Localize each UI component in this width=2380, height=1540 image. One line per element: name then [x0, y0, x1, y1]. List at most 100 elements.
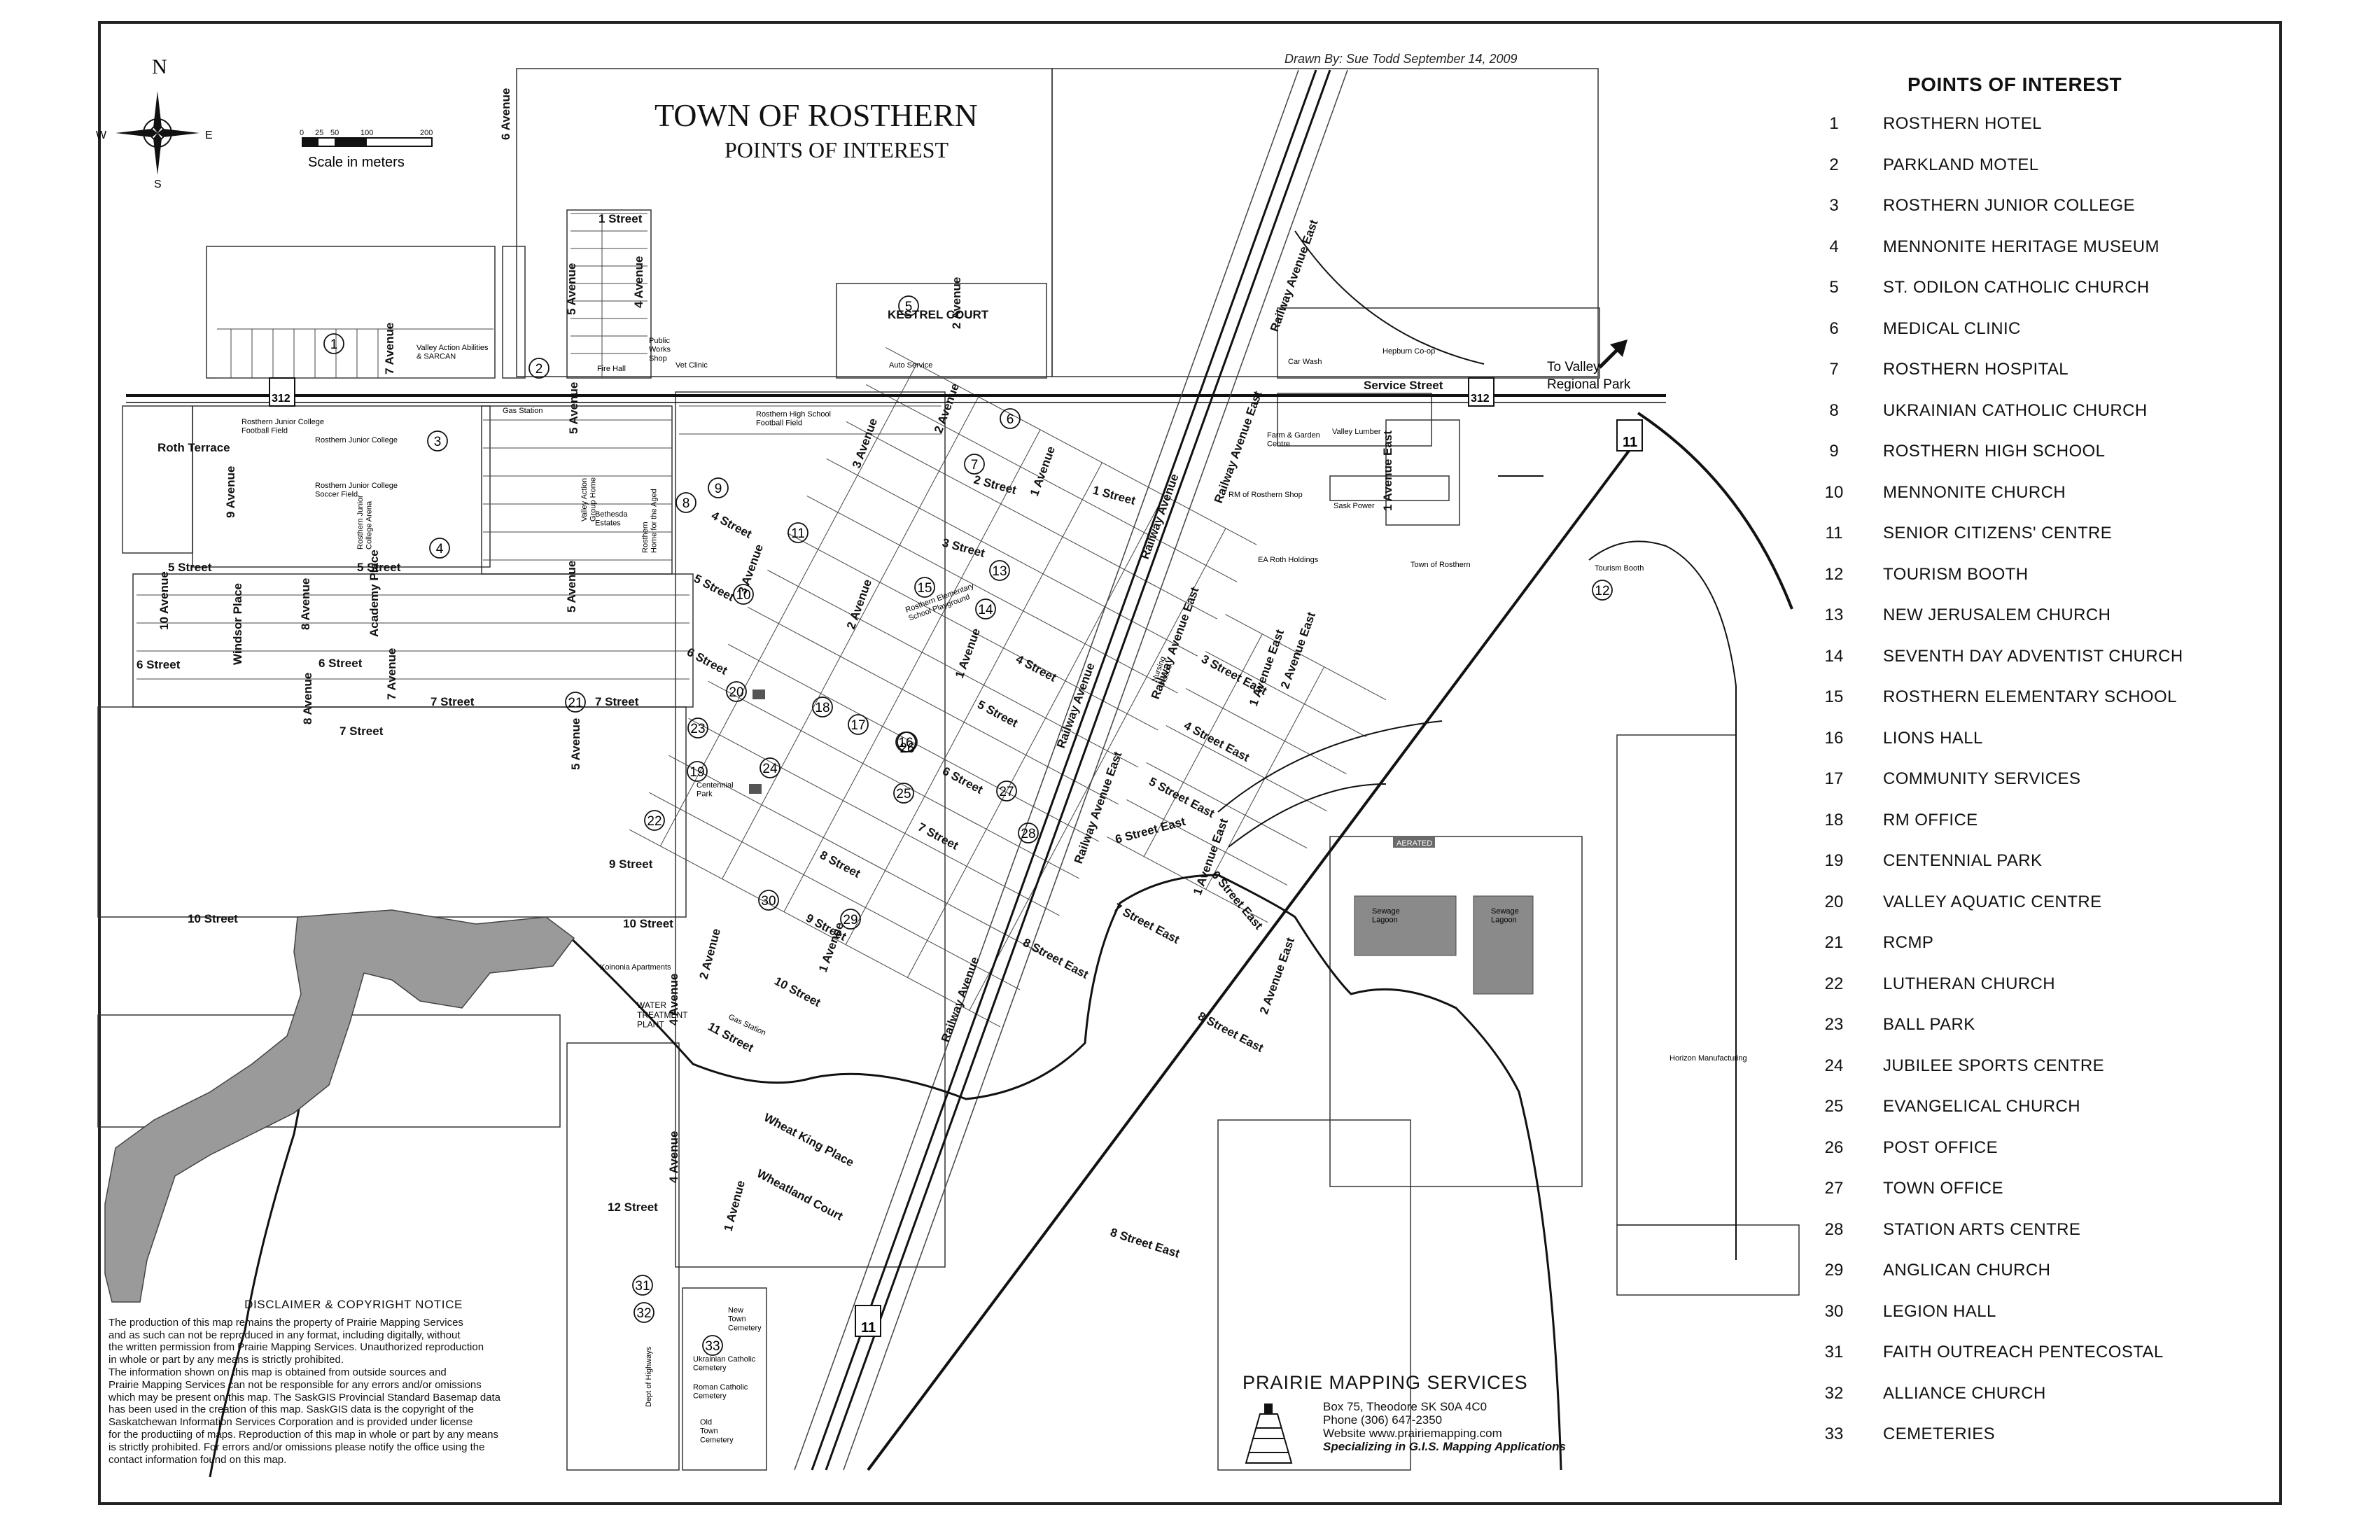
- svg-text:19: 19: [690, 765, 704, 780]
- svg-text:8 Street East: 8 Street East: [1109, 1226, 1182, 1261]
- svg-text:12: 12: [1595, 584, 1609, 598]
- svg-text:3 Street: 3 Street: [941, 536, 986, 561]
- svg-text:2 Avenue: 2 Avenue: [950, 277, 963, 329]
- highway-11-shield-north: 11: [1616, 419, 1643, 451]
- poi-number: 29: [1824, 1261, 1844, 1280]
- poi-number: 4: [1829, 237, 1839, 256]
- svg-text:17: 17: [850, 718, 865, 733]
- svg-text:10 Avenue: 10 Avenue: [158, 571, 171, 630]
- svg-text:Valley ActionGroup Home: Valley ActionGroup Home: [580, 477, 598, 522]
- poi-name: ROSTHERN JUNIOR COLLEGE: [1883, 196, 2135, 215]
- east-lots: [1107, 614, 1387, 923]
- svg-text:1 Street: 1 Street: [1091, 484, 1137, 508]
- svg-text:1 Street: 1 Street: [598, 212, 643, 225]
- poi-name: ALLIANCE CHURCH: [1883, 1383, 2046, 1403]
- publisher-name: PRAIRIE MAPPING SERVICES: [1242, 1372, 1528, 1393]
- poi-number: 10: [1824, 482, 1844, 502]
- map-frame: [98, 21, 2282, 1505]
- aerated-pond: [1393, 836, 1435, 848]
- poi-number: 13: [1824, 606, 1844, 624]
- svg-text:7: 7: [971, 458, 979, 472]
- railway-line: [811, 69, 1317, 1471]
- svg-text:8 Street East: 8 Street East: [1196, 1009, 1266, 1055]
- svg-text:1 Avenue: 1 Avenue: [722, 1179, 748, 1233]
- poi-name: JUBILEE SPORTS CENTRE: [1883, 1056, 2105, 1075]
- svg-text:21: 21: [568, 696, 582, 710]
- svg-text:10 Street: 10 Street: [772, 974, 823, 1010]
- svg-text:3 Avenue: 3 Avenue: [850, 416, 880, 470]
- svg-text:Hepburn Co-op: Hepburn Co-op: [1382, 347, 1435, 356]
- poi-name: ROSTHERN HOSPITAL: [1883, 360, 2069, 379]
- creek-line: [562, 874, 1562, 1471]
- svg-text:5 Avenue: 5 Avenue: [569, 718, 582, 770]
- poi-name: BALL PARK: [1883, 1015, 1975, 1034]
- poi-name: RM OFFICE: [1883, 810, 1978, 830]
- compass-east: E: [205, 130, 213, 141]
- svg-text:8 Avenue: 8 Avenue: [299, 578, 312, 630]
- svg-text:6 Street: 6 Street: [685, 645, 729, 678]
- svg-text:10 Street: 10 Street: [188, 912, 238, 925]
- poi-name: VALLEY AQUATIC CENTRE: [1883, 892, 2102, 911]
- map-subtitle: POINTS OF INTEREST: [724, 137, 948, 162]
- svg-text:4 Avenue: 4 Avenue: [632, 256, 645, 308]
- publisher-phone: Phone (306) 647-2350: [1323, 1413, 1443, 1427]
- svg-text:4 Avenue: 4 Avenue: [667, 1131, 680, 1183]
- svg-text:13: 13: [992, 564, 1007, 579]
- svg-text:4 Avenue: 4 Avenue: [667, 974, 680, 1026]
- poi-number: 20: [1824, 892, 1844, 911]
- svg-text:7 Street: 7 Street: [340, 724, 384, 738]
- svg-text:Car Wash: Car Wash: [1288, 358, 1322, 366]
- disclaimer-line: in whole or part by any means is strictl…: [108, 1354, 344, 1366]
- svg-text:27: 27: [999, 785, 1014, 799]
- svg-text:5 Avenue: 5 Avenue: [565, 561, 578, 612]
- svg-text:5 Avenue: 5 Avenue: [565, 263, 578, 315]
- svg-text:Academy Place: Academy Place: [368, 550, 381, 637]
- svg-text:1 Avenue: 1 Avenue: [953, 626, 983, 680]
- svg-text:28: 28: [1021, 827, 1035, 841]
- svg-text:Windsor Place: Windsor Place: [231, 583, 244, 665]
- poi-number: 17: [1824, 769, 1844, 788]
- svg-text:Koinonia Apartments: Koinonia Apartments: [600, 963, 671, 972]
- svg-text:10: 10: [736, 588, 750, 603]
- publisher-block: PRAIRIE MAPPING SERVICES Box 75, Theodor…: [1242, 1372, 1662, 1453]
- svg-text:16: 16: [898, 736, 913, 750]
- svg-text:8 Street: 8 Street: [818, 848, 862, 881]
- compass-rose-icon: N W E S: [96, 55, 213, 190]
- scale-bar: 0 25 50 100 200 Scale in meters: [300, 129, 433, 170]
- svg-text:15: 15: [917, 581, 932, 596]
- disclaimer-line: which may be present on this map. The Sa…: [108, 1391, 501, 1404]
- poi-name: CEMETERIES: [1883, 1424, 1996, 1443]
- svg-text:Auto Service: Auto Service: [889, 361, 932, 370]
- poi-name: TOWN OFFICE: [1883, 1179, 2003, 1198]
- poi-name: FAITH OUTREACH PENTECOSTAL: [1883, 1343, 2164, 1362]
- svg-text:1 Avenue: 1 Avenue: [1028, 444, 1058, 498]
- poi-name: ROSTHERN HIGH SCHOOL: [1883, 442, 2106, 461]
- svg-text:2 Avenue East: 2 Avenue East: [1278, 610, 1318, 691]
- svg-text:30: 30: [761, 894, 776, 909]
- svg-text:Vet Clinic: Vet Clinic: [676, 361, 708, 370]
- disclaimer: DISCLAIMER & COPYRIGHT NOTICE The produc…: [108, 1298, 598, 1466]
- svg-text:6: 6: [1007, 412, 1014, 427]
- disclaimer-line: contact information found on this map.: [108, 1453, 287, 1466]
- svg-text:7 Street: 7 Street: [430, 695, 475, 708]
- svg-text:Railway Avenue East: Railway Avenue East: [1149, 585, 1202, 701]
- svg-text:Service Street: Service Street: [1364, 379, 1443, 392]
- svg-text:Sask Power: Sask Power: [1334, 502, 1375, 510]
- publisher-website[interactable]: Website www.prairiemapping.com: [1323, 1427, 1502, 1440]
- svg-text:Horizon Manufacturing: Horizon Manufacturing: [1670, 1054, 1747, 1063]
- svg-text:6 Street: 6 Street: [136, 658, 181, 671]
- poi-name: EVANGELICAL CHURCH: [1883, 1097, 2080, 1116]
